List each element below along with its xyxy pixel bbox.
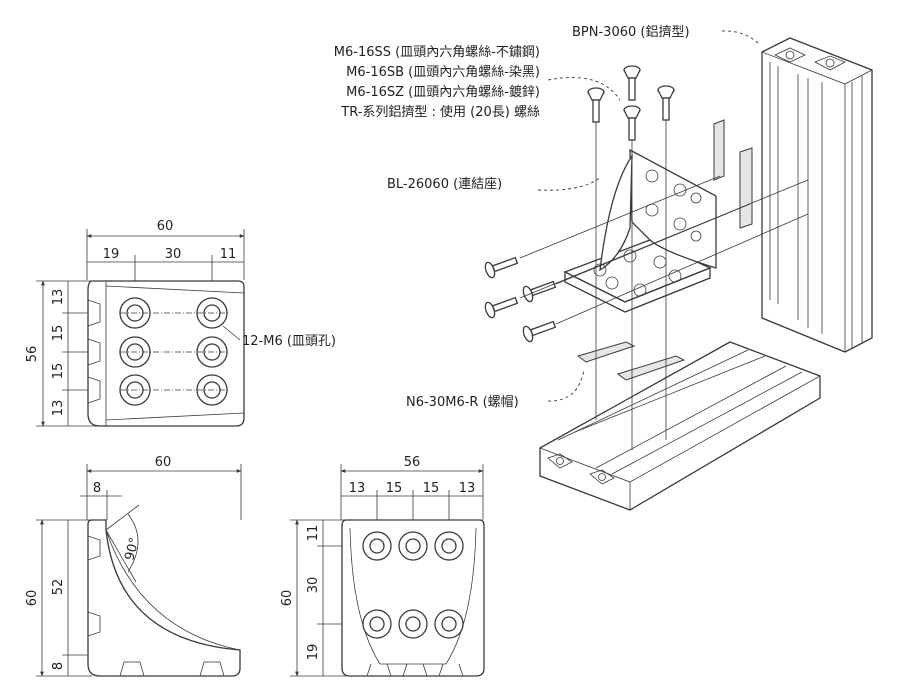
front-dim-11: 11	[220, 247, 237, 262]
top-v-19: 19	[306, 644, 321, 661]
front-view: 60 19 30 11 56 13 15 15 13	[25, 219, 336, 427]
top-width-label: 56	[404, 455, 421, 470]
front-v-15b: 15	[51, 363, 66, 380]
side-height-label: 60	[25, 590, 40, 607]
top-holes	[362, 531, 464, 639]
front-v-13b: 13	[51, 400, 66, 417]
callout-nut: N6-30M6-R (螺帽)	[406, 394, 519, 410]
top-h-15b: 15	[423, 481, 440, 496]
top-h-15a: 15	[386, 481, 403, 496]
top-height-label: 60	[280, 590, 295, 607]
bracket	[563, 148, 717, 313]
exploded-assembly	[484, 37, 873, 511]
side-angle-label: 90°	[122, 536, 142, 562]
front-dim-19: 19	[103, 247, 120, 262]
callout-profile: BPN-3060 (鋁擠型)	[572, 24, 690, 40]
screws	[484, 65, 675, 343]
side-flange-label: 8	[93, 481, 101, 496]
nut-lower-1	[576, 341, 636, 363]
horizontal-profile	[539, 341, 821, 511]
top-view: 56 13 15 15 13 60 11 30 19	[280, 455, 485, 677]
vertical-profile	[761, 37, 873, 353]
top-v-11: 11	[306, 525, 321, 542]
front-width-label: 60	[157, 219, 174, 234]
front-v-13a: 13	[51, 289, 66, 306]
side-width-label: 60	[155, 455, 172, 470]
callout-screw-sb: M6-16SB (皿頭內六角螺絲-染黑)	[346, 65, 540, 80]
side-view: 60 8 60 52 8 90°	[25, 455, 242, 677]
top-v-30: 30	[306, 577, 321, 594]
front-height-label: 56	[25, 346, 40, 363]
front-v-15a: 15	[51, 325, 66, 342]
callout-screw-ss: M6-16SS (皿頭內六角螺絲-不鏽鋼)	[334, 45, 540, 60]
callout-bracket: BL-26060 (連結座)	[387, 177, 502, 192]
front-dim-30: 30	[165, 247, 182, 262]
nut-upper-1	[713, 119, 725, 181]
callout-tr-profile: TR-系列鋁擠型 : 使用 (20長) 螺絲	[340, 104, 540, 120]
nut-lower-2	[616, 355, 686, 381]
nut-upper-2	[739, 147, 753, 229]
hole-note: 12-M6 (皿頭孔)	[242, 334, 336, 349]
front-holes	[119, 297, 228, 406]
callouts: BPN-3060 (鋁擠型) M6-16SS (皿頭內六角螺絲-不鏽鋼) M6-…	[334, 24, 761, 410]
top-h-13b: 13	[459, 481, 476, 496]
side-inner-label: 52	[51, 579, 66, 596]
side-base-label: 8	[51, 662, 66, 670]
top-h-13a: 13	[349, 481, 366, 496]
callout-screw-sz: M6-16SZ (皿頭內六角螺絲-鍍鋅)	[346, 84, 540, 100]
